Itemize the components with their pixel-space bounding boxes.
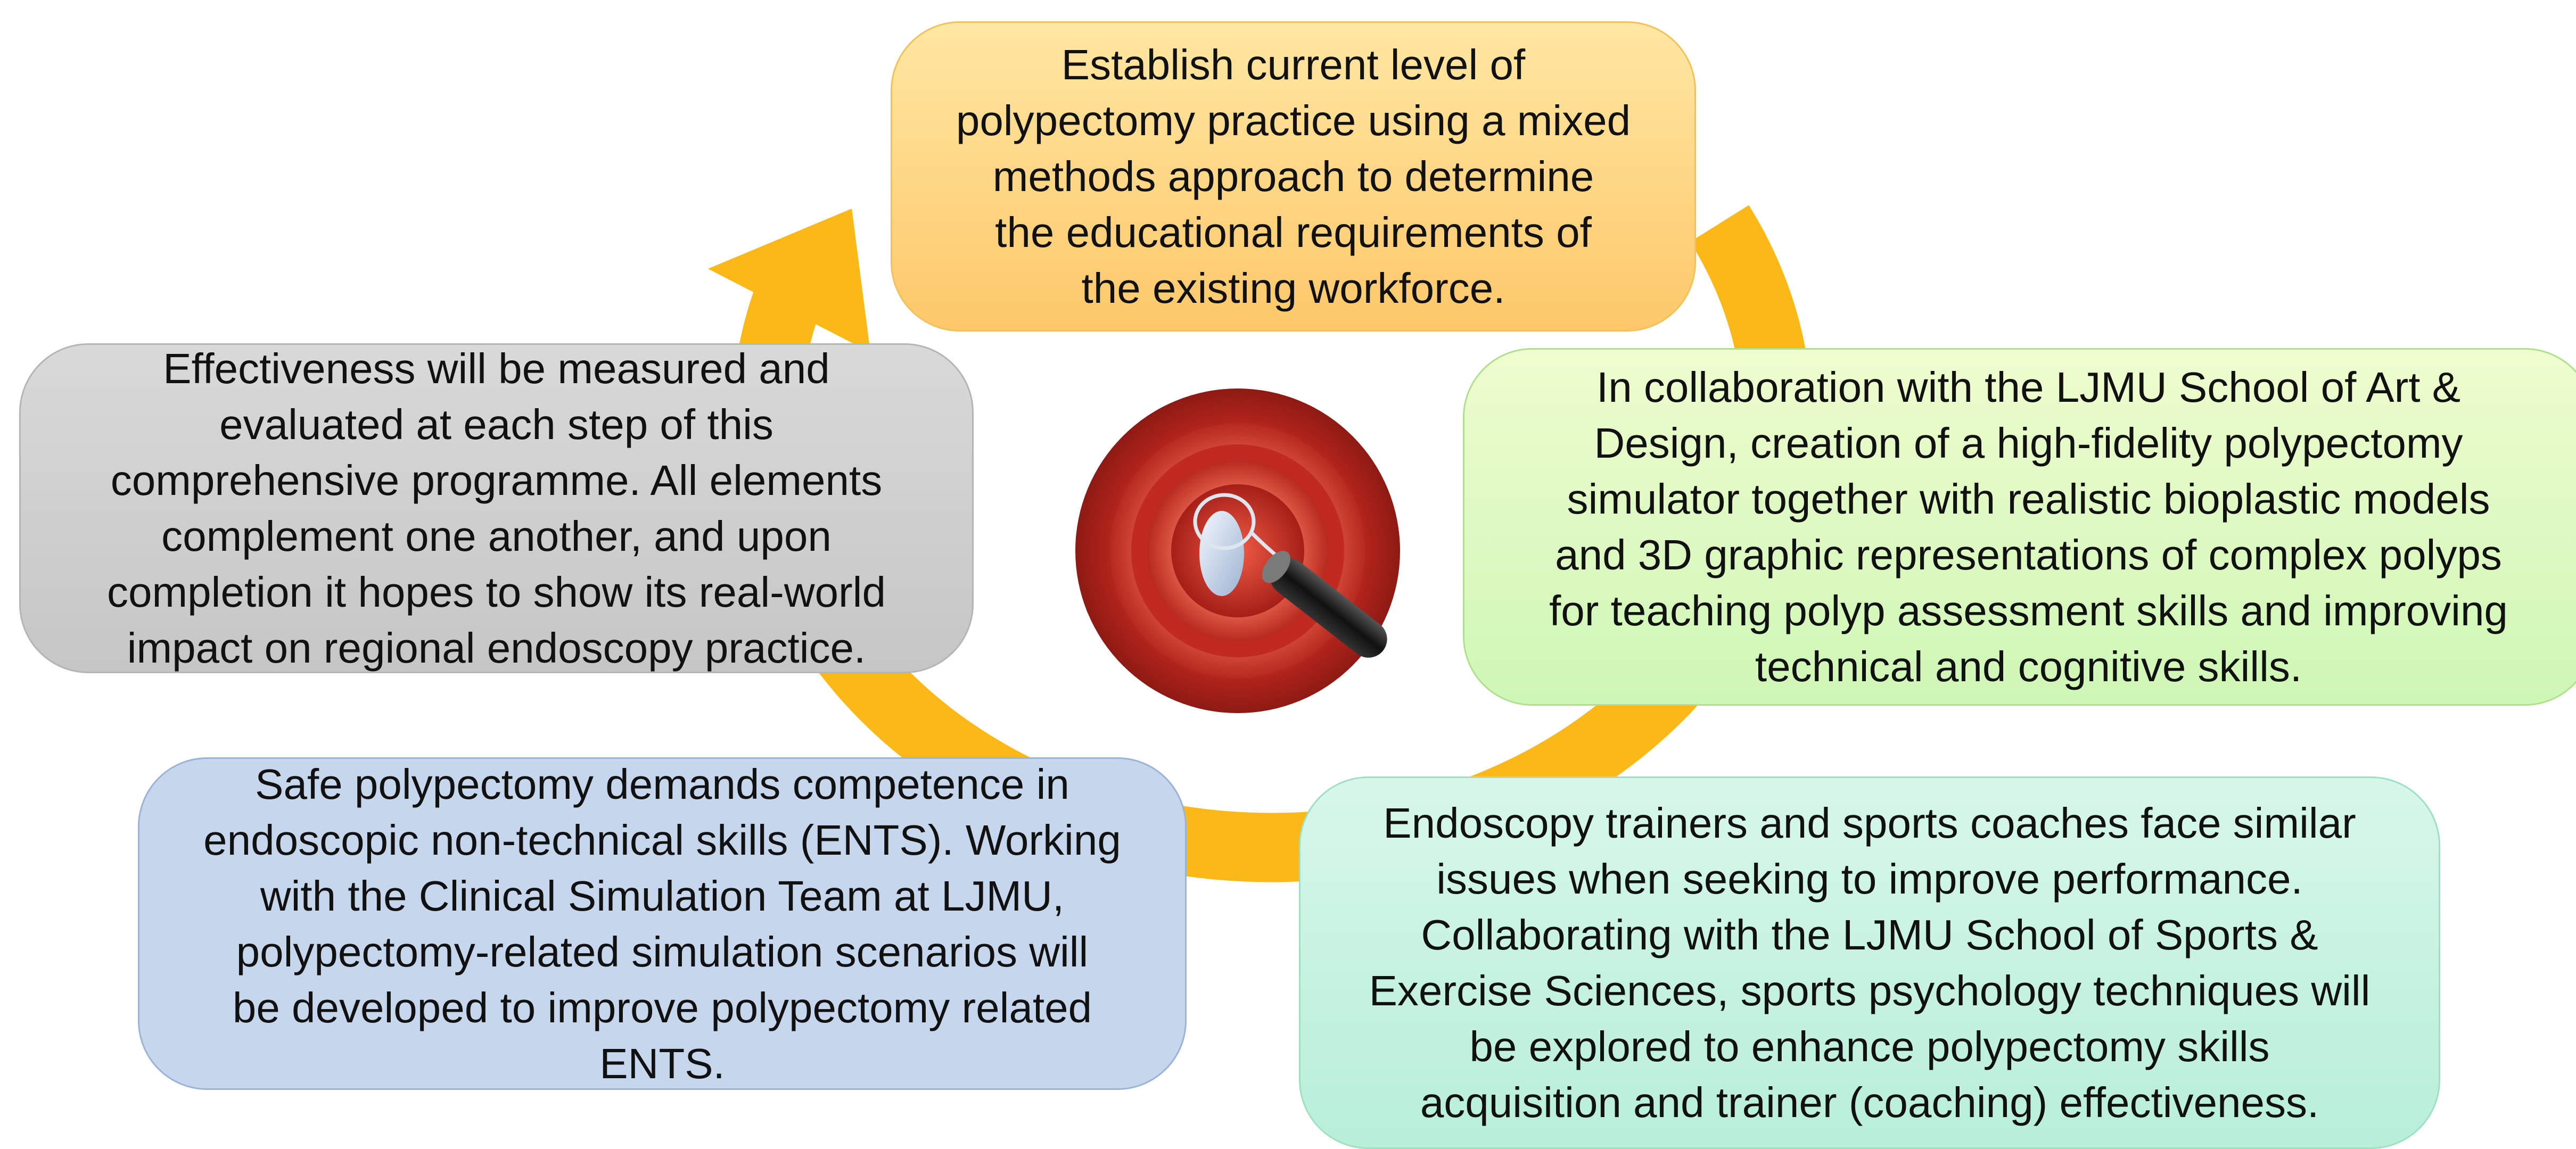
node-sports-psychology: Endoscopy trainers and sports coaches fa…	[1299, 776, 2440, 1149]
node-non-technical-skills: Safe polypectomy demands competence in e…	[138, 757, 1187, 1090]
node-establish-practice: Establish current level of polypectomy p…	[891, 21, 1696, 332]
polypectomy-snare-icon	[1075, 388, 1400, 713]
cycle-arrow-head	[708, 209, 870, 352]
node-effectiveness-evaluation: Effectiveness will be measured and evalu…	[19, 343, 974, 673]
node-simulator-creation: In collaboration with the LJMU School of…	[1463, 348, 2576, 706]
